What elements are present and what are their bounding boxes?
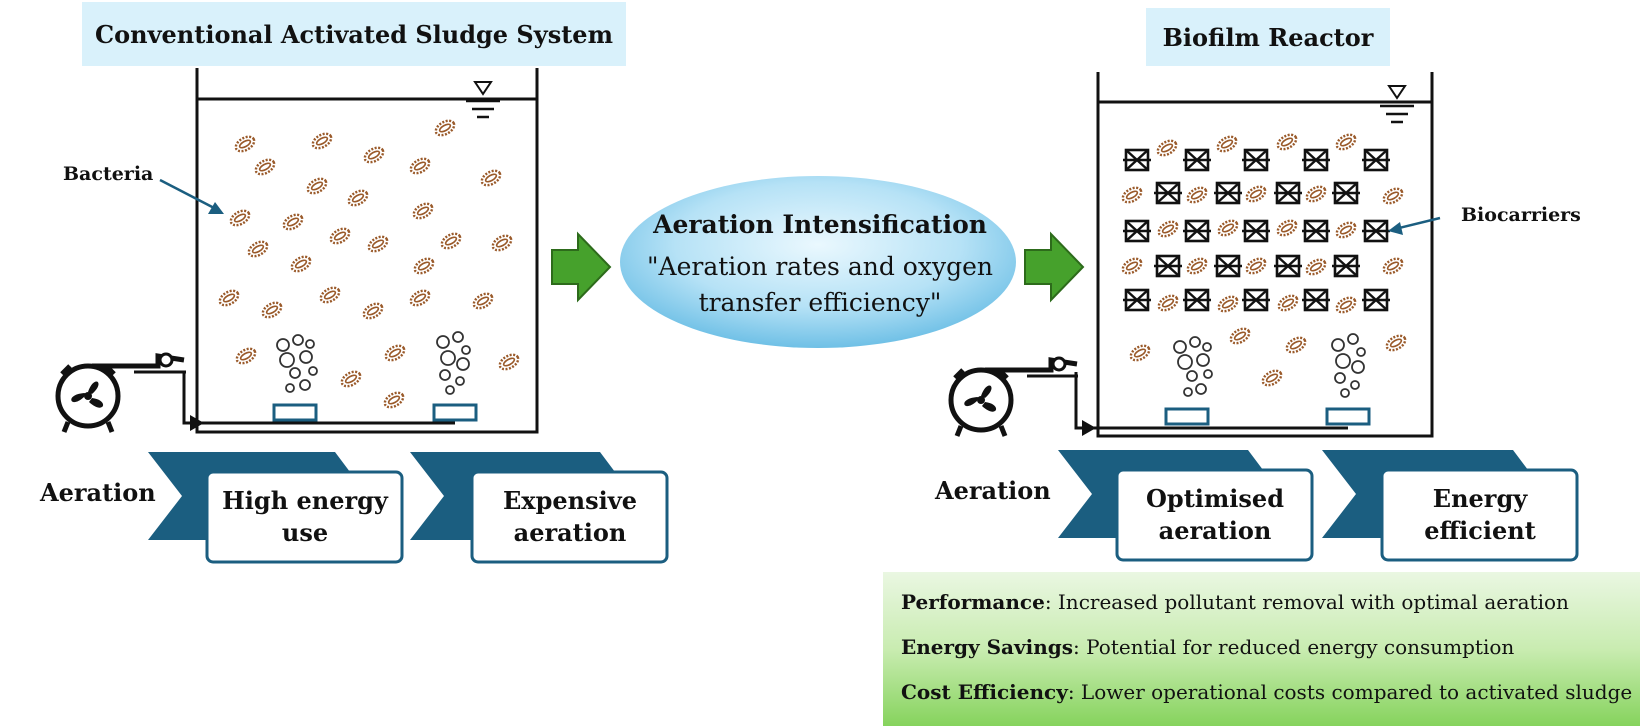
bacteria-label: Bacteria	[63, 163, 154, 185]
quote-line: transfer efficiency"	[698, 288, 942, 317]
right-title: Biofilm Reactor	[1146, 8, 1390, 66]
blower-icon	[58, 354, 184, 432]
water-level-icon	[1380, 85, 1414, 124]
left-chevrons	[148, 452, 669, 564]
benefit-term: Cost Efficiency	[901, 680, 1068, 704]
right-tank	[1074, 72, 1434, 438]
intensification-quote: "Aeration rates and oxygen transfer effi…	[620, 249, 1020, 321]
aeration-label-left: Aeration	[40, 478, 156, 507]
quote-line: "Aeration rates and oxygen	[647, 252, 993, 281]
blower-icon	[951, 358, 1077, 436]
left-tank	[182, 68, 539, 434]
diffuser	[1164, 407, 1210, 426]
arrow-right-icon	[1024, 231, 1085, 303]
chevron-label: Energy efficient	[1424, 484, 1536, 545]
benefit-text: : Lower operational costs compared to ac…	[1067, 680, 1633, 704]
right-chevrons	[1058, 450, 1579, 562]
intensification-title: Aeration Intensification	[653, 210, 987, 239]
chevron-label: Optimised aeration	[1146, 484, 1284, 545]
diffuser	[1325, 407, 1371, 426]
intensification-text: Aeration Intensification "Aeration rates…	[620, 200, 1020, 321]
aeration-label-right: Aeration	[935, 476, 1051, 505]
left-title: Conventional Activated Sludge System	[82, 2, 626, 66]
benefit-energy-savings: Energy Savings: Potential for reduced en…	[901, 635, 1514, 659]
benefit-term: Performance	[901, 590, 1045, 614]
bacteria-left	[216, 116, 522, 412]
water-level-icon	[466, 81, 500, 119]
diffuser	[432, 403, 478, 422]
bacteria-pointer-arrow	[159, 178, 224, 214]
diffuser	[272, 403, 318, 422]
bubbles	[276, 331, 471, 395]
chevron-label: High energy use	[222, 486, 388, 547]
bubbles	[1173, 333, 1366, 398]
benefit-term: Energy Savings	[901, 635, 1074, 659]
benefit-performance: Performance: Increased pollutant removal…	[901, 590, 1569, 614]
arrow-right-icon	[551, 231, 612, 303]
benefit-cost-efficiency: Cost Efficiency: Lower operational costs…	[901, 680, 1632, 704]
intensification-ellipse	[620, 176, 1016, 348]
benefits-box: Performance: Increased pollutant removal…	[883, 572, 1640, 726]
biocarriers-label: Biocarriers	[1461, 204, 1581, 226]
chevron-label: Expensive aeration	[503, 486, 637, 547]
benefit-text: : Potential for reduced energy consumpti…	[1073, 635, 1515, 659]
biocarriers-pointer-arrow	[1388, 216, 1441, 235]
benefit-text: : Increased pollutant removal with optim…	[1044, 590, 1569, 614]
